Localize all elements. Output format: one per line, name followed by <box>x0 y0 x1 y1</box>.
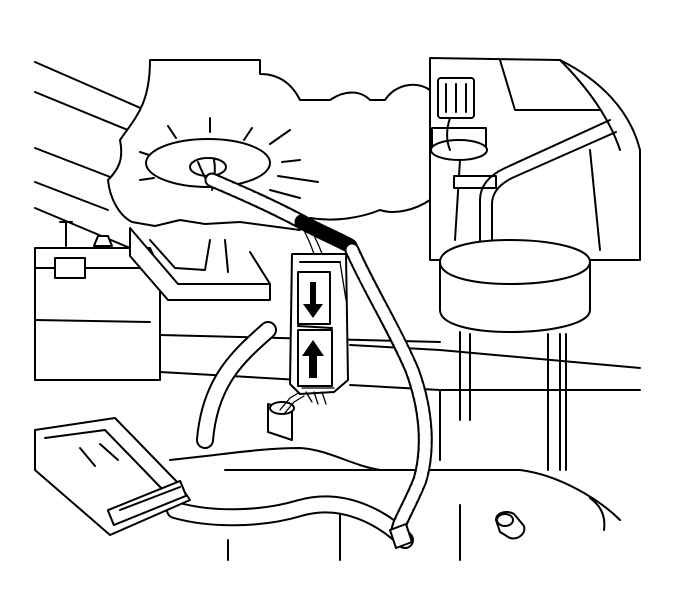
upper-housing <box>107 57 641 261</box>
left-bracket <box>34 221 271 381</box>
curved-hose <box>166 321 414 549</box>
right-tube <box>479 119 617 251</box>
grommet-rays <box>139 117 319 199</box>
wire-grommet <box>145 138 271 191</box>
connector-arrow-up <box>302 340 324 378</box>
lower-left-connector <box>34 417 191 536</box>
right-bolt <box>495 511 526 540</box>
dash-panel-lines <box>34 334 641 561</box>
upper-connector <box>430 77 497 189</box>
connector-arrow-down <box>303 282 323 318</box>
right-cylinder <box>439 239 591 471</box>
wrapped-harness <box>204 172 433 549</box>
harness-branch <box>299 219 323 255</box>
harness-end-connector <box>267 391 305 441</box>
left-frame-rails <box>34 61 146 249</box>
vertical-connector <box>289 253 349 405</box>
